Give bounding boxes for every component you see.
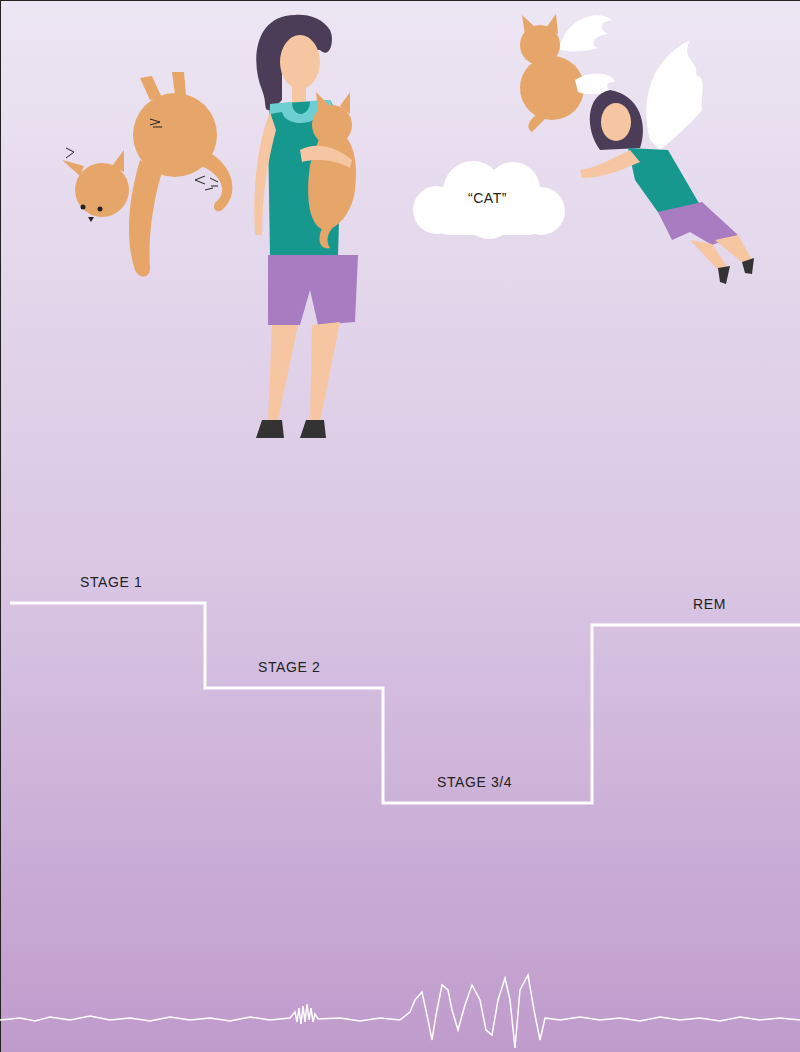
woman-with-cat <box>254 15 358 438</box>
thought-word: “CAT” <box>468 190 507 206</box>
frame-line <box>0 0 800 1</box>
stage-label: REM <box>693 596 726 612</box>
angel-woman <box>580 40 754 284</box>
thought-cloud: “CAT” <box>405 155 570 240</box>
eeg-trace <box>0 975 800 1048</box>
falling-cat <box>62 72 232 277</box>
stage-label: STAGE 2 <box>258 659 320 675</box>
frame-line <box>0 0 1 1052</box>
stage-label: STAGE 3/4 <box>437 774 512 790</box>
stage-label: STAGE 1 <box>80 574 142 590</box>
stage-line <box>10 603 800 803</box>
